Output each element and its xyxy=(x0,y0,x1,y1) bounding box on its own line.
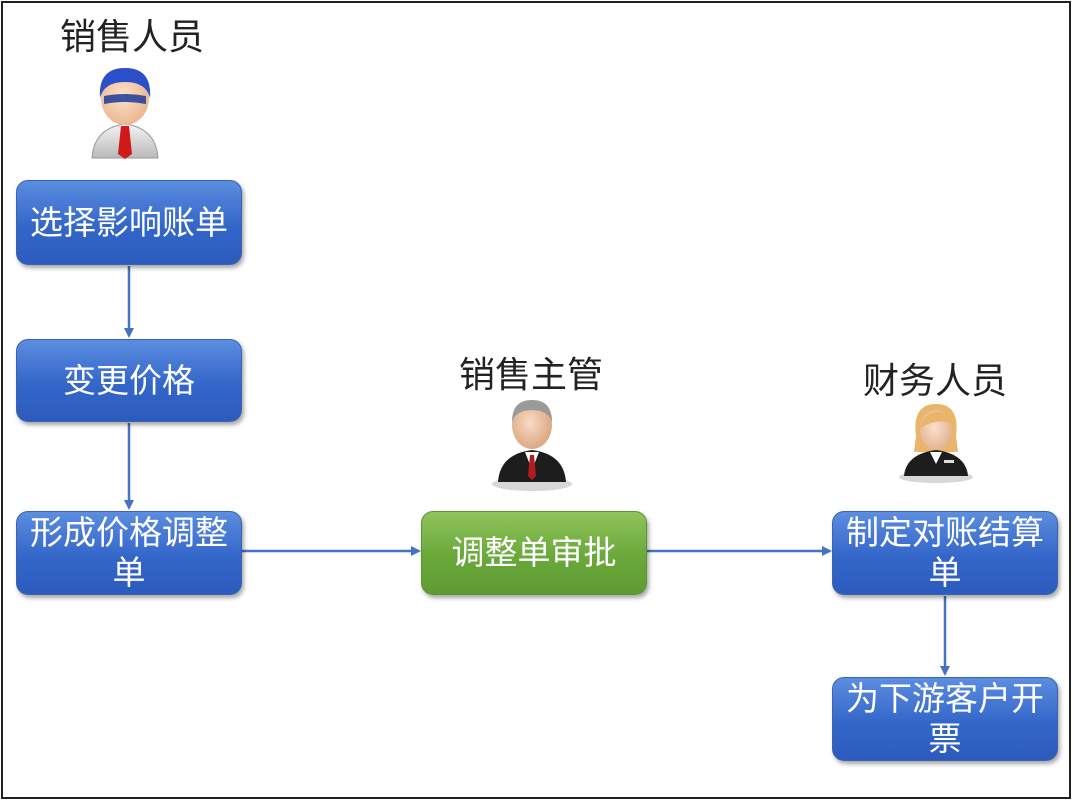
actor-label-sales: 销售人员 xyxy=(59,17,205,58)
step-invoice: 为下游客户开票 xyxy=(832,677,1058,761)
actor-label-manager: 销售主管 xyxy=(458,355,604,396)
manager-icon xyxy=(492,400,572,491)
actor-label-finance: 财务人员 xyxy=(862,361,1008,402)
step-form-adjustment: 形成价格调整单 xyxy=(16,511,242,595)
step-approve: 调整单审批 xyxy=(421,511,647,595)
sales-person-icon xyxy=(91,68,159,159)
step-settlement: 制定对账结算单 xyxy=(832,511,1058,595)
step-change-price: 变更价格 xyxy=(16,339,242,422)
finance-person-icon xyxy=(899,404,973,483)
step-select-bill: 选择影响账单 xyxy=(16,180,242,265)
